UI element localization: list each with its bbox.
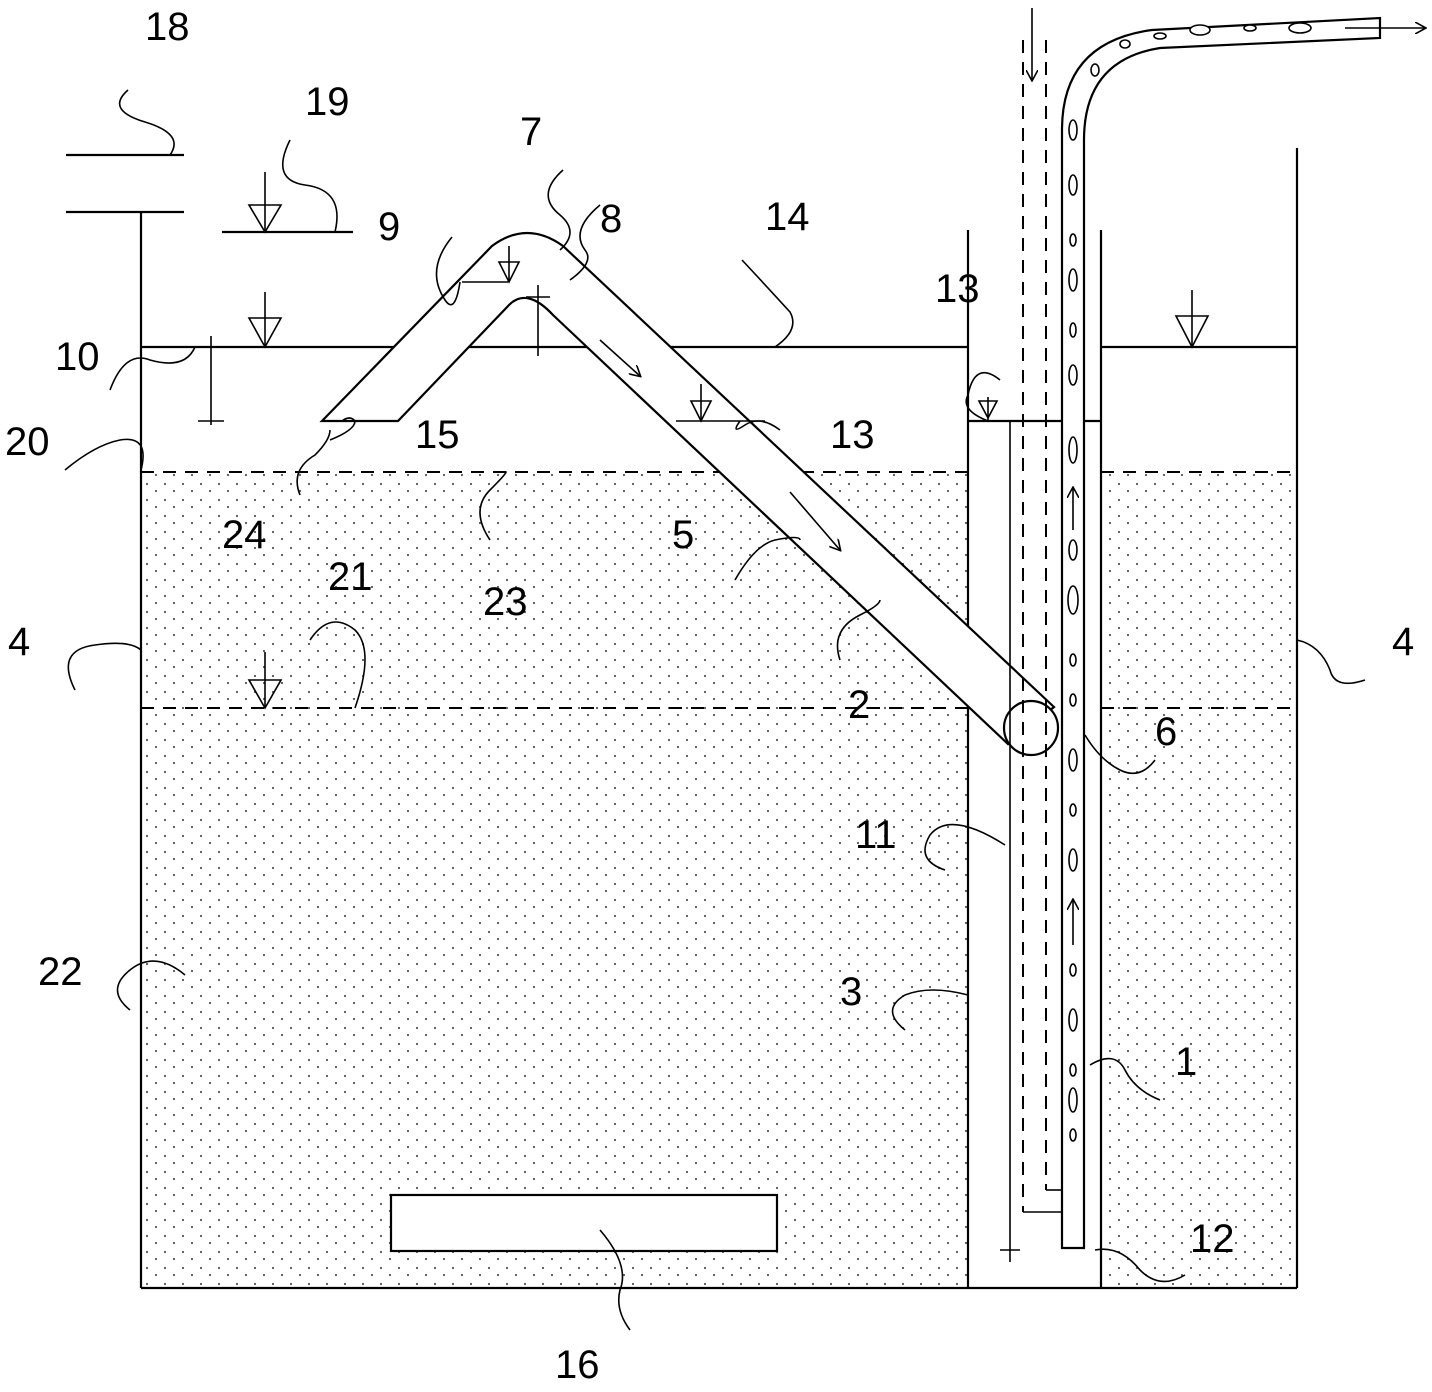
label-5: 5	[672, 513, 694, 557]
label-15: 15	[415, 413, 460, 457]
media-fill-left	[141, 472, 968, 1286]
siphon-flow-arrow-lower	[789, 491, 840, 550]
level-marker-19	[247, 172, 283, 234]
label-13-upper: 13	[935, 267, 980, 311]
label-22: 22	[38, 950, 83, 994]
level-marker-14	[247, 292, 283, 349]
level-marker-21	[247, 652, 283, 710]
label-13-lower: 13	[830, 413, 875, 457]
airlift-bubbles	[1067, 22, 1312, 1142]
label-2: 2	[848, 683, 870, 727]
label-10: 10	[55, 335, 100, 379]
label-14: 14	[765, 195, 810, 239]
siphon-flow-arrow-upper	[599, 339, 640, 376]
label-8: 8	[600, 197, 622, 241]
bottom-device-16	[389, 1193, 779, 1253]
leader-lines	[64, 89, 1366, 1331]
level-marker-channel-13	[977, 397, 999, 421]
label-3: 3	[840, 970, 862, 1014]
airlift-pipe	[1060, 16, 1382, 1250]
label-21: 21	[328, 555, 373, 599]
label-20: 20	[5, 420, 50, 464]
level-marker-right	[1174, 290, 1210, 349]
siphon-outlet-6	[1002, 699, 1060, 757]
label-18: 18	[145, 5, 190, 49]
media-fill-right	[1101, 472, 1295, 1286]
label-6: 6	[1155, 710, 1177, 754]
level-marker-siphon-top	[497, 246, 521, 284]
label-7: 7	[520, 110, 542, 154]
label-11: 11	[855, 813, 897, 857]
label-12: 12	[1190, 1217, 1235, 1261]
level-marker-siphon-13	[689, 384, 713, 423]
siphon-pipe	[319, 231, 1056, 746]
label-16: 16	[555, 1343, 600, 1387]
label-4-left: 4	[8, 620, 30, 664]
label-24: 24	[222, 513, 267, 557]
label-4-right: 4	[1392, 620, 1414, 664]
label-23: 23	[483, 580, 528, 624]
label-9: 9	[378, 205, 400, 249]
label-19: 19	[305, 80, 350, 124]
label-1: 1	[1175, 1040, 1197, 1084]
